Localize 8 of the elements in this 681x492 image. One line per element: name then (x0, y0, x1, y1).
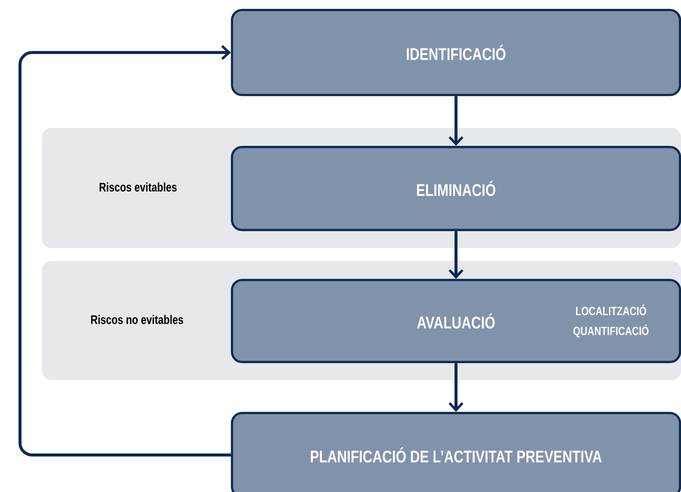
arrow (448, 363, 464, 412)
process-box: PLANIFICACIÓ DE L’ACTIVITAT PREVENTIVA (230, 412, 681, 492)
arrow (448, 96, 464, 146)
process-box: ELIMINACIÓ (230, 146, 681, 232)
process-box: AVALUACIÓ LOCALITZACIÓ QUANTIFICACIÓ (230, 278, 681, 364)
arrow (18, 45, 231, 456)
arrow (448, 231, 464, 279)
process-box: IDENTIFICACIÓ (230, 8, 681, 96)
